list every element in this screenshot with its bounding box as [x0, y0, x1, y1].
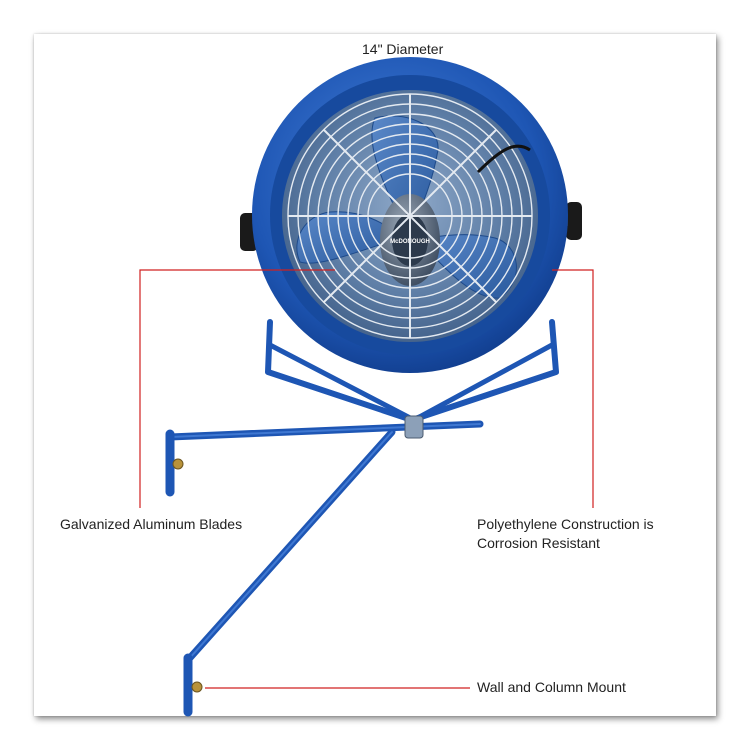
- callout-lines: [139, 269, 594, 689]
- blades-label: Galvanized Aluminum Blades: [60, 516, 243, 532]
- power-cord: [476, 144, 531, 174]
- blades-callout-line: [139, 269, 335, 508]
- pivot-clamp: [404, 415, 424, 439]
- construction-label-line2: Corrosion Resistant: [477, 535, 600, 551]
- construction-label: Polyethylene Construction is Corrosion R…: [477, 515, 654, 553]
- construction-label-line1: Polyethylene Construction is: [477, 516, 654, 532]
- safety-grille: [287, 93, 533, 339]
- upper-mount-bolt: [172, 458, 184, 470]
- diameter-label: 14" Diameter: [362, 41, 444, 57]
- lower-mount-bolt: [191, 681, 203, 693]
- construction-callout-line: [552, 269, 594, 508]
- mounting-bracket: [165, 319, 559, 717]
- mount-label: Wall and Column Mount: [477, 679, 626, 695]
